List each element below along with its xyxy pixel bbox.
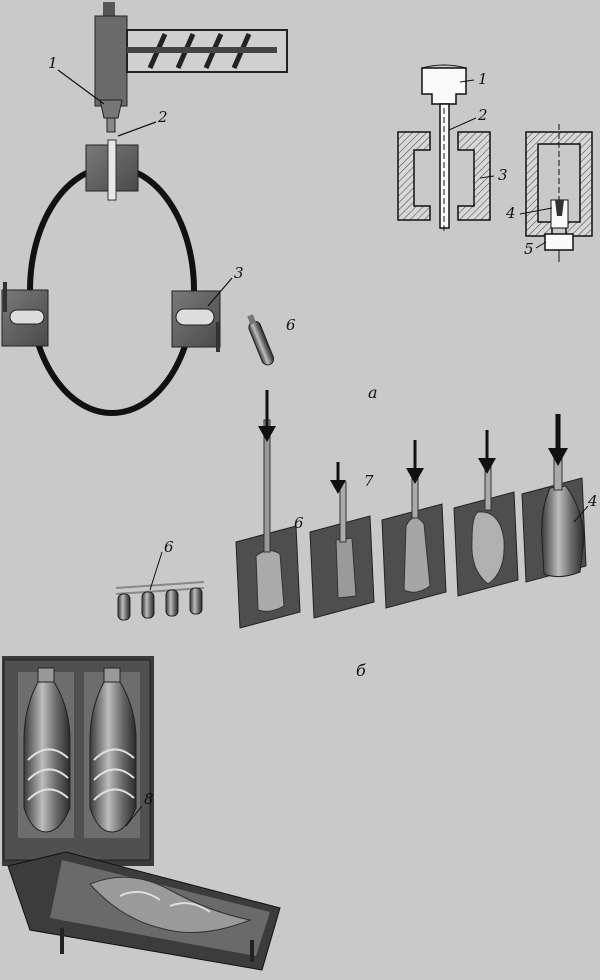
stage-5-mold — [521, 414, 587, 583]
callout-8: 8 — [144, 790, 154, 808]
callout-6-a: 6 — [286, 316, 296, 334]
callout-3-b: 3 — [498, 166, 508, 184]
callout-1-a: 1 — [48, 54, 58, 72]
stage-3-mold — [381, 440, 447, 609]
panel-a-section-drawing: 1 2 3 4 5 — [397, 64, 593, 262]
mold-bottle-right — [89, 667, 137, 833]
callout-2-a: 2 — [157, 108, 168, 126]
callout-3-a: 3 — [234, 264, 244, 282]
callout-7: 7 — [364, 472, 374, 490]
callout-5-b: 5 — [524, 240, 534, 258]
mold-top — [85, 139, 139, 201]
preform-row — [115, 581, 205, 621]
extruder — [94, 2, 288, 133]
split-mold-closed — [525, 124, 593, 262]
callout-1-b: 1 — [478, 70, 488, 88]
stage-2-mold — [309, 462, 375, 619]
stage-4-mold — [453, 430, 519, 597]
carousel-ring — [27, 164, 197, 416]
mold-bottle-left — [23, 667, 71, 833]
callout-4-b: 4 — [505, 204, 516, 222]
mold-right — [171, 290, 221, 352]
mold-left — [1, 282, 49, 347]
split-mold-open — [397, 131, 491, 221]
panel-b-blow-sequence: 6 6 7 — [115, 390, 598, 629]
subfigure-label-b: б — [356, 661, 366, 680]
callout-2-b: 2 — [477, 106, 488, 124]
ejected-bottle — [247, 314, 275, 366]
callout-6-preforms: 6 — [164, 538, 174, 556]
production-mold-photo: 8 — [2, 656, 281, 971]
callout-4-stage: 4 — [587, 492, 598, 510]
callout-6-stage: 6 — [294, 514, 304, 532]
panel-a-extruder-carousel: 1 2 3 6 — [1, 2, 296, 416]
subfigure-label-a: a — [368, 383, 378, 402]
stage-1-mold — [235, 390, 301, 629]
